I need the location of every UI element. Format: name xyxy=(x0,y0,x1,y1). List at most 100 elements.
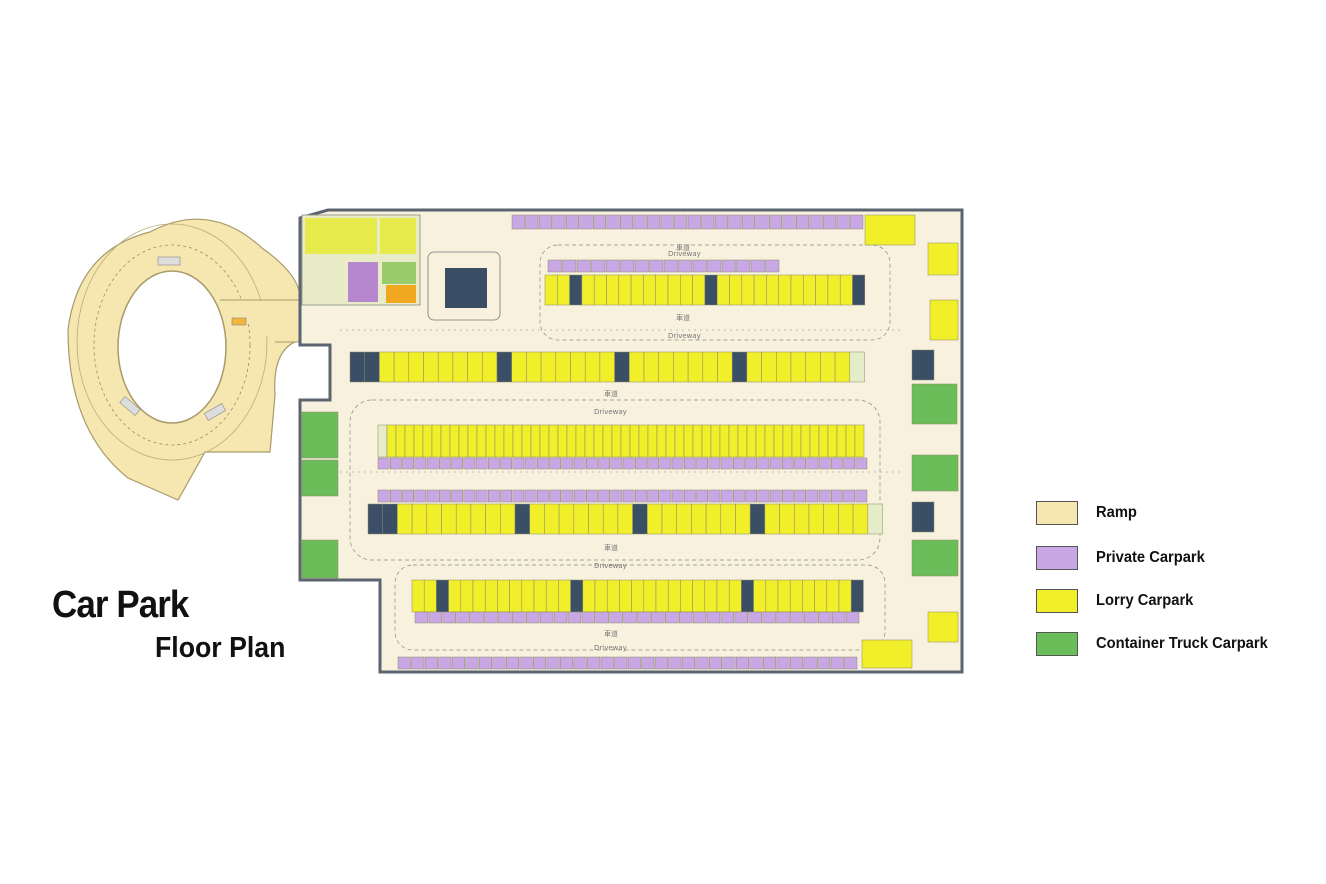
private-stall xyxy=(782,457,794,470)
lorry-stall xyxy=(815,274,829,306)
driveway-label-5: Driveway xyxy=(594,644,627,652)
lorry-stall xyxy=(753,274,767,306)
private-stall xyxy=(552,214,566,230)
private-stall xyxy=(850,214,864,230)
lorry-stall xyxy=(426,503,442,535)
lorry-stall xyxy=(674,424,685,458)
private-stall xyxy=(765,259,780,273)
private-stall xyxy=(627,656,641,670)
lorry-stall xyxy=(422,424,433,458)
lorry-stall xyxy=(655,274,669,306)
private-stall xyxy=(651,611,665,624)
private-stall xyxy=(561,489,574,503)
lorry-stall xyxy=(741,274,755,306)
lorry-stall xyxy=(411,579,425,613)
lorry-stall xyxy=(794,503,810,535)
lorry-stall xyxy=(852,503,869,535)
ramp-cars xyxy=(119,256,247,421)
private-stall xyxy=(622,457,635,470)
lorry-stall xyxy=(755,424,766,458)
main-building: Driveway Driveway Driveway Driveway Driv… xyxy=(298,208,964,674)
private-stall xyxy=(782,214,796,230)
lorry-stall xyxy=(408,351,424,383)
private-stall xyxy=(573,656,587,670)
lorry-stall xyxy=(476,424,487,458)
private-stall xyxy=(696,489,708,503)
lorry-stall xyxy=(766,274,779,306)
private-stall xyxy=(706,611,721,624)
legend-swatch-private-carpark xyxy=(1036,546,1078,570)
parking-stalls xyxy=(301,214,959,670)
private-stall xyxy=(843,489,855,503)
private-stall xyxy=(678,259,693,273)
lorry-stall xyxy=(710,424,721,458)
lorry-stall xyxy=(460,579,474,613)
private-stall xyxy=(609,611,623,624)
private-stall xyxy=(748,611,762,624)
private-stall xyxy=(463,489,476,503)
core-block xyxy=(911,349,935,381)
private-stall xyxy=(836,214,850,230)
lorry-stall xyxy=(864,214,916,246)
private-stall xyxy=(549,489,561,503)
lorry-stall xyxy=(854,424,865,458)
lorry-stall xyxy=(617,503,633,535)
private-stall xyxy=(500,489,512,503)
driveway-label-3: Driveway xyxy=(594,408,627,416)
lorry-stall xyxy=(764,424,775,458)
private-stall xyxy=(488,489,500,503)
lorry-stall xyxy=(411,503,428,535)
aisle-label-3: 車道 xyxy=(604,389,618,398)
private-stall xyxy=(586,457,598,470)
lorry-stall xyxy=(467,424,478,458)
lorry-stall xyxy=(512,424,523,458)
private-stall xyxy=(659,489,672,503)
lorry-stall xyxy=(619,579,632,613)
private-stall xyxy=(505,656,520,670)
lorry-stall xyxy=(838,503,854,535)
core-block xyxy=(364,351,380,383)
lorry-stall xyxy=(440,424,451,458)
lorry-stall xyxy=(582,579,596,613)
private-stall xyxy=(684,457,696,470)
core-block xyxy=(367,503,383,535)
lorry-stall xyxy=(737,424,748,458)
private-stall xyxy=(573,489,586,503)
lorry-stall xyxy=(397,503,413,535)
private-stall xyxy=(735,656,750,670)
private-stall xyxy=(512,611,526,624)
core-block xyxy=(570,579,584,613)
private-stall xyxy=(623,611,637,624)
lorry-stall xyxy=(676,503,692,535)
lorry-stall xyxy=(393,351,410,383)
private-stall xyxy=(755,214,769,230)
private-stall xyxy=(439,489,451,503)
legend-label-ramp: Ramp xyxy=(1096,504,1137,521)
private-stall xyxy=(438,656,452,670)
private-stall xyxy=(671,457,684,470)
private-stall xyxy=(707,259,722,273)
lorry-stall xyxy=(929,299,959,341)
driveway-label-2: Driveway xyxy=(668,332,701,340)
private-stall xyxy=(757,489,770,503)
lorry-stall xyxy=(467,351,483,383)
ramp-void xyxy=(117,270,227,424)
private-stall xyxy=(397,656,411,670)
private-stall xyxy=(671,489,684,503)
lorry-stall xyxy=(482,351,498,383)
lorry-stall xyxy=(789,579,803,613)
lorry-stall xyxy=(540,351,557,383)
lorry-stall xyxy=(485,424,496,458)
lorry-stall xyxy=(661,503,677,535)
lorry-stall xyxy=(521,579,535,613)
private-stall xyxy=(581,611,596,624)
lorry-stall xyxy=(827,274,841,306)
private-stall xyxy=(660,214,674,230)
private-stall xyxy=(424,656,438,670)
core-block xyxy=(614,351,630,383)
lorry-stall xyxy=(588,503,604,535)
lorry-stall xyxy=(680,274,693,306)
private-stall xyxy=(600,656,614,670)
legend-label-private-carpark: Private Carpark xyxy=(1096,549,1205,566)
legend-swatch-container-truck-carpark xyxy=(1036,632,1078,656)
